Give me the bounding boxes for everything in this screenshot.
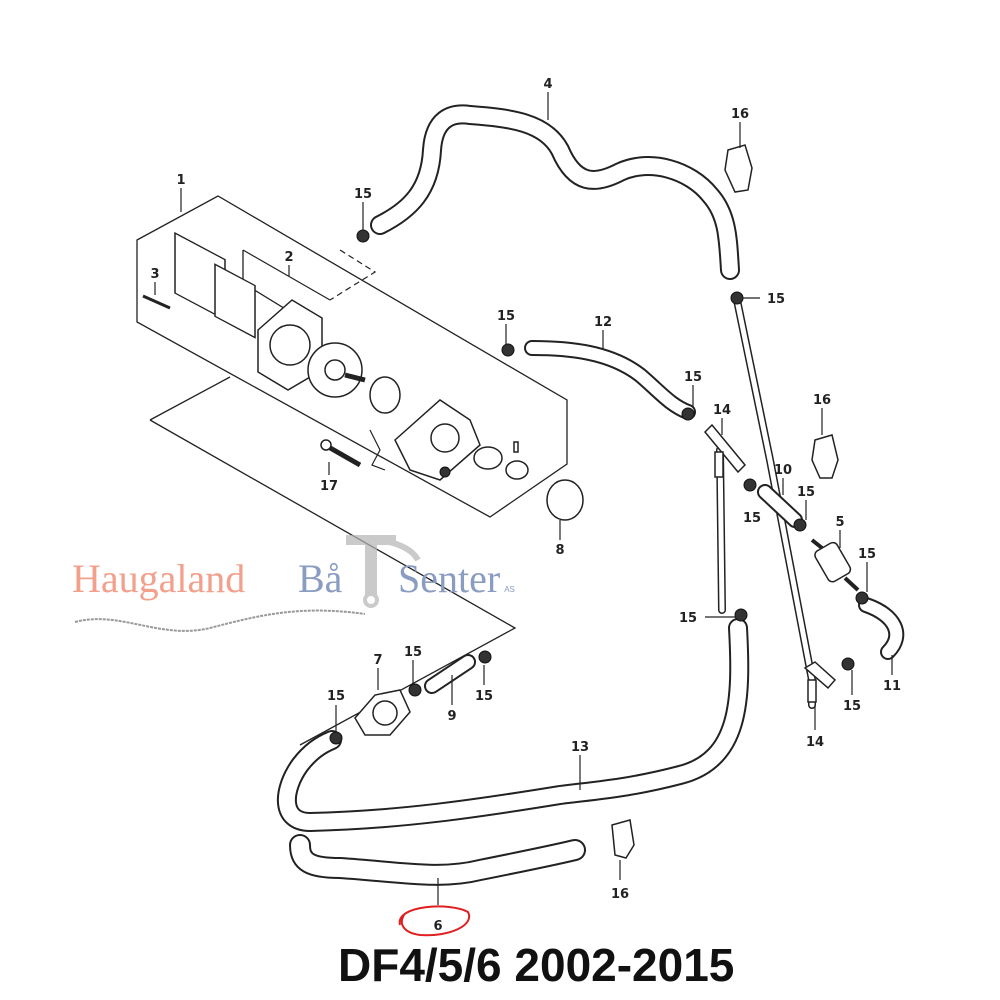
- callout-15f: 15: [743, 511, 761, 526]
- callout-13: 13: [571, 740, 589, 755]
- hose-6: [289, 834, 586, 886]
- callout-16a: 16: [731, 107, 749, 122]
- hose-13: [277, 618, 750, 832]
- callout-12: 12: [594, 315, 612, 330]
- callout-numbers: 1 2 3 4 15 16 15 15 12 15 14 16 10 15 15…: [150, 77, 901, 934]
- logo-word-2: Bå: [298, 556, 343, 601]
- assembly-box-1: [136, 195, 568, 518]
- callout-15k: 15: [475, 689, 493, 704]
- hose-11: [858, 597, 905, 660]
- leader-box: [149, 376, 231, 421]
- highlight-circle: [398, 905, 471, 937]
- callout-15l: 15: [327, 689, 345, 704]
- callout-9: 9: [447, 709, 456, 724]
- callout-15b: 15: [767, 292, 785, 307]
- callout-15g: 15: [858, 547, 876, 562]
- callout-15j: 15: [404, 645, 422, 660]
- callout-2: 2: [284, 250, 293, 265]
- callout-15h: 15: [679, 611, 697, 626]
- logo-word-1: Haugaland: [72, 556, 246, 601]
- callout-10: 10: [774, 463, 792, 478]
- callout-8: 8: [555, 543, 564, 558]
- pump-parts: [142, 231, 529, 481]
- clamps-15: [329, 229, 869, 745]
- chain-decoration: [74, 609, 366, 632]
- callout-15e: 15: [797, 485, 815, 500]
- model-title: DF4/5/6 2002-2015: [338, 939, 735, 991]
- callout-17: 17: [320, 479, 338, 494]
- callout-15i: 15: [843, 699, 861, 714]
- callout-11: 11: [883, 679, 901, 694]
- logo-senter: Senter AS: [398, 555, 515, 602]
- logo-baatsenter: Bå: [298, 555, 342, 602]
- callout-14b: 14: [806, 735, 824, 750]
- callout-6: 6: [433, 919, 442, 934]
- callout-5: 5: [835, 515, 844, 530]
- callout-7: 7: [373, 653, 382, 668]
- hose-12: [524, 340, 696, 420]
- callout-16b: 16: [813, 393, 831, 408]
- callout-15c: 15: [497, 309, 515, 324]
- logo-haugaland: Haugaland: [72, 555, 245, 602]
- clips-16: [611, 144, 839, 859]
- callout-4: 4: [543, 77, 552, 92]
- callout-14a: 14: [713, 403, 731, 418]
- callout-15a: 15: [354, 187, 372, 202]
- callout-3: 3: [150, 267, 159, 282]
- logo-suffix: AS: [504, 585, 515, 594]
- o-ring-8: [546, 479, 584, 521]
- leader-lines: [154, 92, 893, 905]
- callout-16c: 16: [611, 887, 629, 902]
- logo-word-3: Senter: [398, 556, 501, 601]
- callout-15d: 15: [684, 370, 702, 385]
- hose-4: [370, 104, 740, 280]
- hose-10: [757, 484, 803, 528]
- anchor-logo: [346, 535, 421, 608]
- callout-1: 1: [176, 173, 185, 188]
- hose-9: [424, 654, 476, 694]
- joints-and-filters: [354, 423, 860, 736]
